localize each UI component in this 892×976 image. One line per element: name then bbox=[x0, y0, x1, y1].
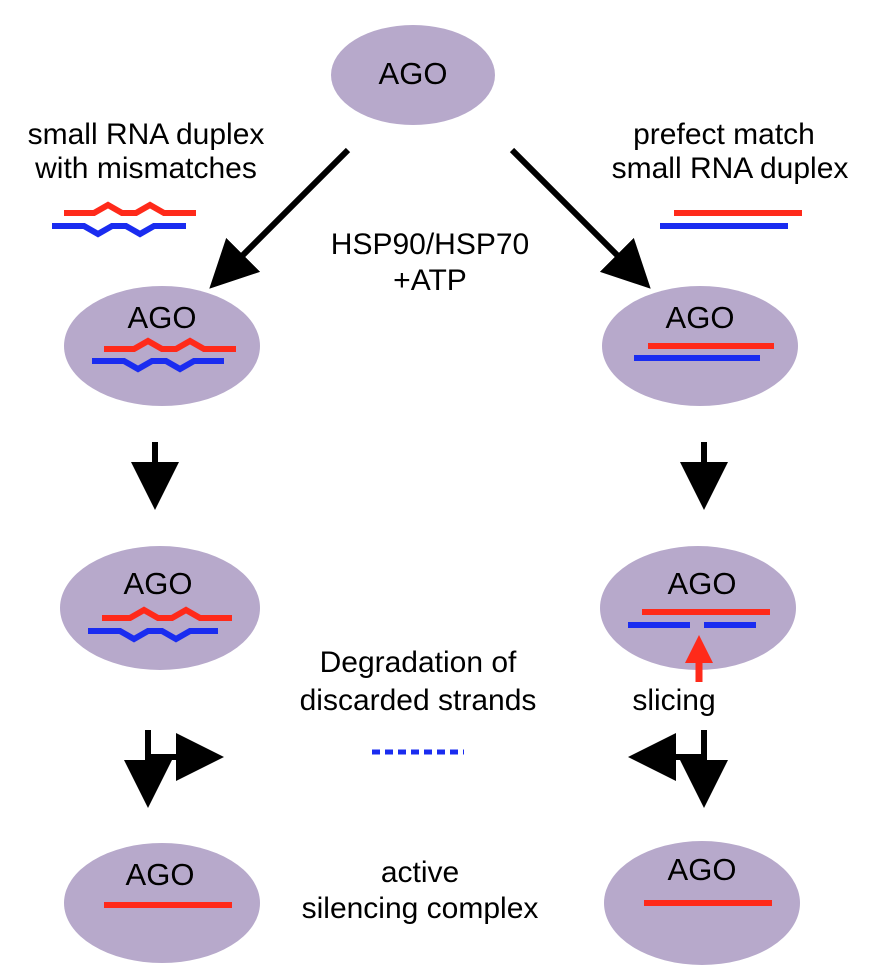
active-complex-label-line2: silencing complex bbox=[301, 892, 539, 925]
mid-mismatch-duplex bbox=[88, 606, 232, 643]
mismatch-duplex-label-line2: with mismatches bbox=[35, 152, 257, 185]
chaperone-label-line1: HSP90/HSP70 bbox=[330, 228, 530, 261]
right-loaded-ago-label: AGO bbox=[665, 300, 735, 335]
left-mid-ago-ellipse bbox=[60, 546, 260, 670]
right-final-ago-label: AGO bbox=[667, 852, 737, 887]
left-final-ago-label: AGO bbox=[125, 857, 195, 892]
degradation-label-line1: Degradation of bbox=[319, 646, 517, 679]
top-ago-label: AGO bbox=[378, 56, 448, 91]
perfect-duplex-label-line2: small RNA duplex bbox=[611, 152, 849, 185]
top-ago-ellipse bbox=[331, 25, 495, 125]
free-perfect-duplex bbox=[660, 210, 802, 229]
active-complex-label-line1: active bbox=[380, 856, 460, 889]
left-mid-ago-label: AGO bbox=[123, 566, 193, 601]
slicing-label: slicing bbox=[632, 684, 716, 717]
free-mismatch-duplex bbox=[52, 201, 196, 238]
degradation-label-line2: discarded strands bbox=[299, 684, 537, 717]
mid-sliced-duplex bbox=[628, 609, 770, 628]
perfect-duplex-label-line1: prefect match bbox=[633, 118, 815, 151]
loaded-mismatch-duplex bbox=[92, 337, 236, 373]
loaded-perfect-duplex bbox=[634, 343, 774, 361]
left-branch-split-arrow bbox=[124, 730, 224, 808]
right-branch-split-arrow bbox=[628, 730, 728, 808]
chaperone-label-line2: +ATP bbox=[393, 264, 467, 297]
right-mid-ago-ellipse bbox=[600, 546, 796, 670]
mismatch-duplex-label-line1: small RNA duplex bbox=[27, 118, 265, 151]
right-branch-arrow bbox=[509, 147, 651, 289]
right-mid-ago-label: AGO bbox=[667, 566, 737, 601]
left-branch-arrow bbox=[209, 147, 351, 289]
left-loaded-ago-label: AGO bbox=[127, 300, 197, 335]
